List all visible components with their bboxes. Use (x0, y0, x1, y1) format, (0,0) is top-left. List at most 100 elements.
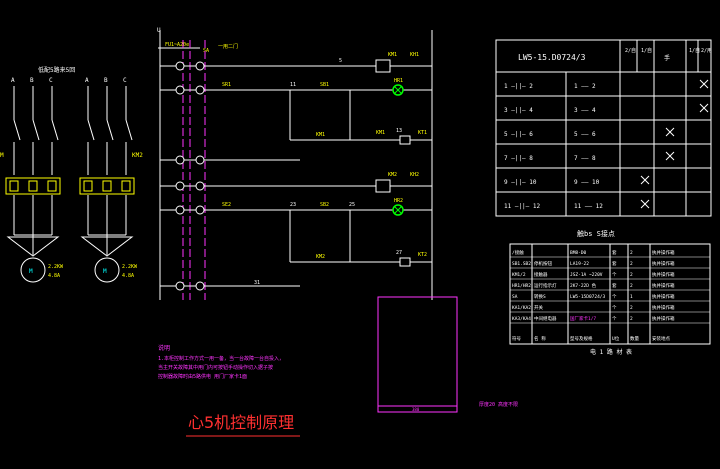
bom-cell-1-unit: 套 (612, 249, 617, 256)
notes-line-2: 当主开关故障其中用门内可按钮手动操作切入据子按 (158, 364, 273, 371)
motor-a-rating-2: 4.8A (48, 273, 60, 279)
bus-left-label: SA (203, 48, 209, 54)
bom-cell-6-unit: 个 (612, 305, 617, 311)
col-h-3: 手 (664, 54, 670, 62)
bom-cell-7-name: 中间继电器 (534, 315, 557, 322)
bom-cell-6-qty: 2 (630, 305, 633, 311)
kt1-label: KT1 (418, 130, 427, 136)
notes-line-3: 控制器故障时由5路供电 用门厂家卡1面 (158, 373, 247, 380)
bom-cell-7-qty: 2 (630, 316, 633, 322)
bom-cell-5-code: SA (512, 294, 518, 300)
motor-b-label: M (103, 268, 107, 275)
bom-cell-3-code: KM1/2 (512, 272, 526, 278)
switch-mark-3 (665, 127, 675, 137)
bom-header-name: 名 称 (534, 335, 546, 342)
kh1-label: KH1 (410, 52, 419, 58)
bom-cell-3-name: 接触器 (534, 271, 548, 278)
col-h-5: 2/用 (701, 48, 712, 54)
km1-aux-label: KM1 (316, 132, 325, 138)
bom-header-unit: U位 (612, 335, 620, 342)
switch-mark-2 (699, 103, 709, 113)
sb2-label: SB2 (320, 202, 329, 208)
bom-header-qty: 数量 (630, 335, 639, 342)
node-5: 5 (339, 58, 342, 64)
switch-mark-6 (640, 199, 650, 209)
switch-table: LW5-15.D0724/3 2/自 1/自 手 1/自 2/用 1 —||— … (495, 39, 712, 217)
fuse-label: FU1~A20e (165, 42, 189, 48)
panel-outline (377, 296, 458, 413)
switch-row-right-5: 9 —— 10 (574, 179, 600, 186)
motor-b-rating-1: 2.2KW (122, 264, 138, 270)
control-circuit: U FU1~A20e SA 一用二门 (157, 27, 433, 300)
bom-cell-6-note: 执并操作箱 (652, 304, 675, 311)
bom-cell-1-note: 执并操作箱 (652, 249, 675, 256)
phase-a2: B (30, 77, 34, 84)
se2-label: SE2 (222, 202, 231, 208)
switch-row-left-1: 1 —||— 2 (504, 83, 533, 90)
motor-b-rating-2: 4.8A (122, 273, 134, 279)
bom-cell-7-unit: 个 (612, 316, 617, 322)
bom-cell-7-note: 执并操作箱 (652, 315, 675, 322)
switch-row-left-4: 7 —||— 8 (504, 155, 533, 162)
bom-cell-3-unit: 个 (612, 272, 617, 278)
motor-a-label: M (29, 268, 33, 275)
notes-line-1: 1.本柜控制工作方式一用一备，当一台故障一台自投入， (158, 355, 284, 362)
phase-a1: A (11, 77, 15, 84)
panel-caption: 380 (412, 407, 420, 412)
bom-cell-4-code: HR1/HR2 (512, 283, 531, 289)
bom-cell-4-model: 2K7-22D 色 (570, 282, 597, 289)
bom-cell-2-model: LA19-22 (570, 261, 589, 267)
bom-header-model: 型号及规格 (570, 335, 593, 342)
kh2-label: KH2 (410, 172, 419, 178)
km2-label: KM2 (388, 172, 397, 178)
bom-cell-1-code: /接触 (512, 249, 524, 256)
node-31: 31 (254, 280, 260, 286)
bom-cell-5-note: 执并操作箱 (652, 293, 675, 300)
feed-title: 低配5路来5回 (38, 66, 75, 74)
switch-row-left-5: 9 —||— 10 (504, 179, 537, 186)
switch-table-title: LW5-15.D0724/3 (518, 53, 586, 62)
bom-cell-2-qty: 2 (630, 261, 633, 267)
motor-a-rating-1: 2.2KW (48, 264, 64, 270)
bom-cell-5-unit: 个 (612, 294, 617, 300)
col-h-1: 2/自 (625, 47, 636, 54)
switch-row-left-3: 5 —||— 6 (504, 131, 533, 138)
breaker-b-label: KM2 (132, 152, 143, 159)
switch-row-right-1: 1 —— 2 (574, 83, 596, 90)
switch-mark-4 (665, 151, 675, 161)
bom-caption: 电 1 路 材 表 (590, 348, 632, 356)
bom-cell-1-model: BM8-D0 (570, 250, 587, 256)
phase-b2: B (104, 77, 108, 84)
hr1-label: HR1 (394, 78, 403, 84)
bom-cell-6-code: KA1/KA2 (512, 305, 531, 311)
switch-mark-5 (640, 175, 650, 185)
node-23: 23 (290, 202, 296, 208)
bom-cell-4-name: 运行指示灯 (534, 282, 557, 289)
node-27: 27 (396, 250, 402, 256)
bom-cell-3-qty: 2 (630, 272, 633, 278)
bom-cell-3-model: JSZ-1A ~220V (570, 272, 603, 278)
col-h-4: 1/自 (689, 47, 700, 54)
power-circuit: 低配5路来5回 M 2.2KW 4.8A A B C M (0, 66, 143, 283)
kt2-label: KT2 (418, 252, 427, 258)
bom-cell-4-note: 执并操作箱 (652, 282, 675, 289)
bom-cell-1-qty: 2 (630, 250, 633, 256)
switch-row-left-6: 11 —||— 12 (504, 203, 541, 210)
bom-cell-2-code: SB1.SB2 (512, 261, 531, 267)
hr2-label: HR2 (394, 198, 403, 204)
km1-label: KM1 (388, 52, 397, 58)
phase-a3: C (49, 77, 53, 84)
switch-row-right-3: 5 —— 6 (574, 131, 596, 138)
bom-cell-5-model: LW5-15D0724/3 (570, 294, 606, 300)
phase-b3: C (123, 77, 127, 84)
bom-cell-5-name: 转换S (534, 293, 546, 300)
notes-heading: 说明 (158, 344, 170, 352)
switch-row-right-6: 11 —— 12 (574, 203, 603, 210)
drawing-title: 心5机控制原理 (188, 413, 294, 432)
bom-title: 触bs S接点 (577, 229, 615, 238)
bus-right-label: 一用二门 (218, 43, 238, 50)
bom-cell-4-unit: 套 (612, 282, 617, 289)
switch-mark-1 (699, 79, 709, 89)
